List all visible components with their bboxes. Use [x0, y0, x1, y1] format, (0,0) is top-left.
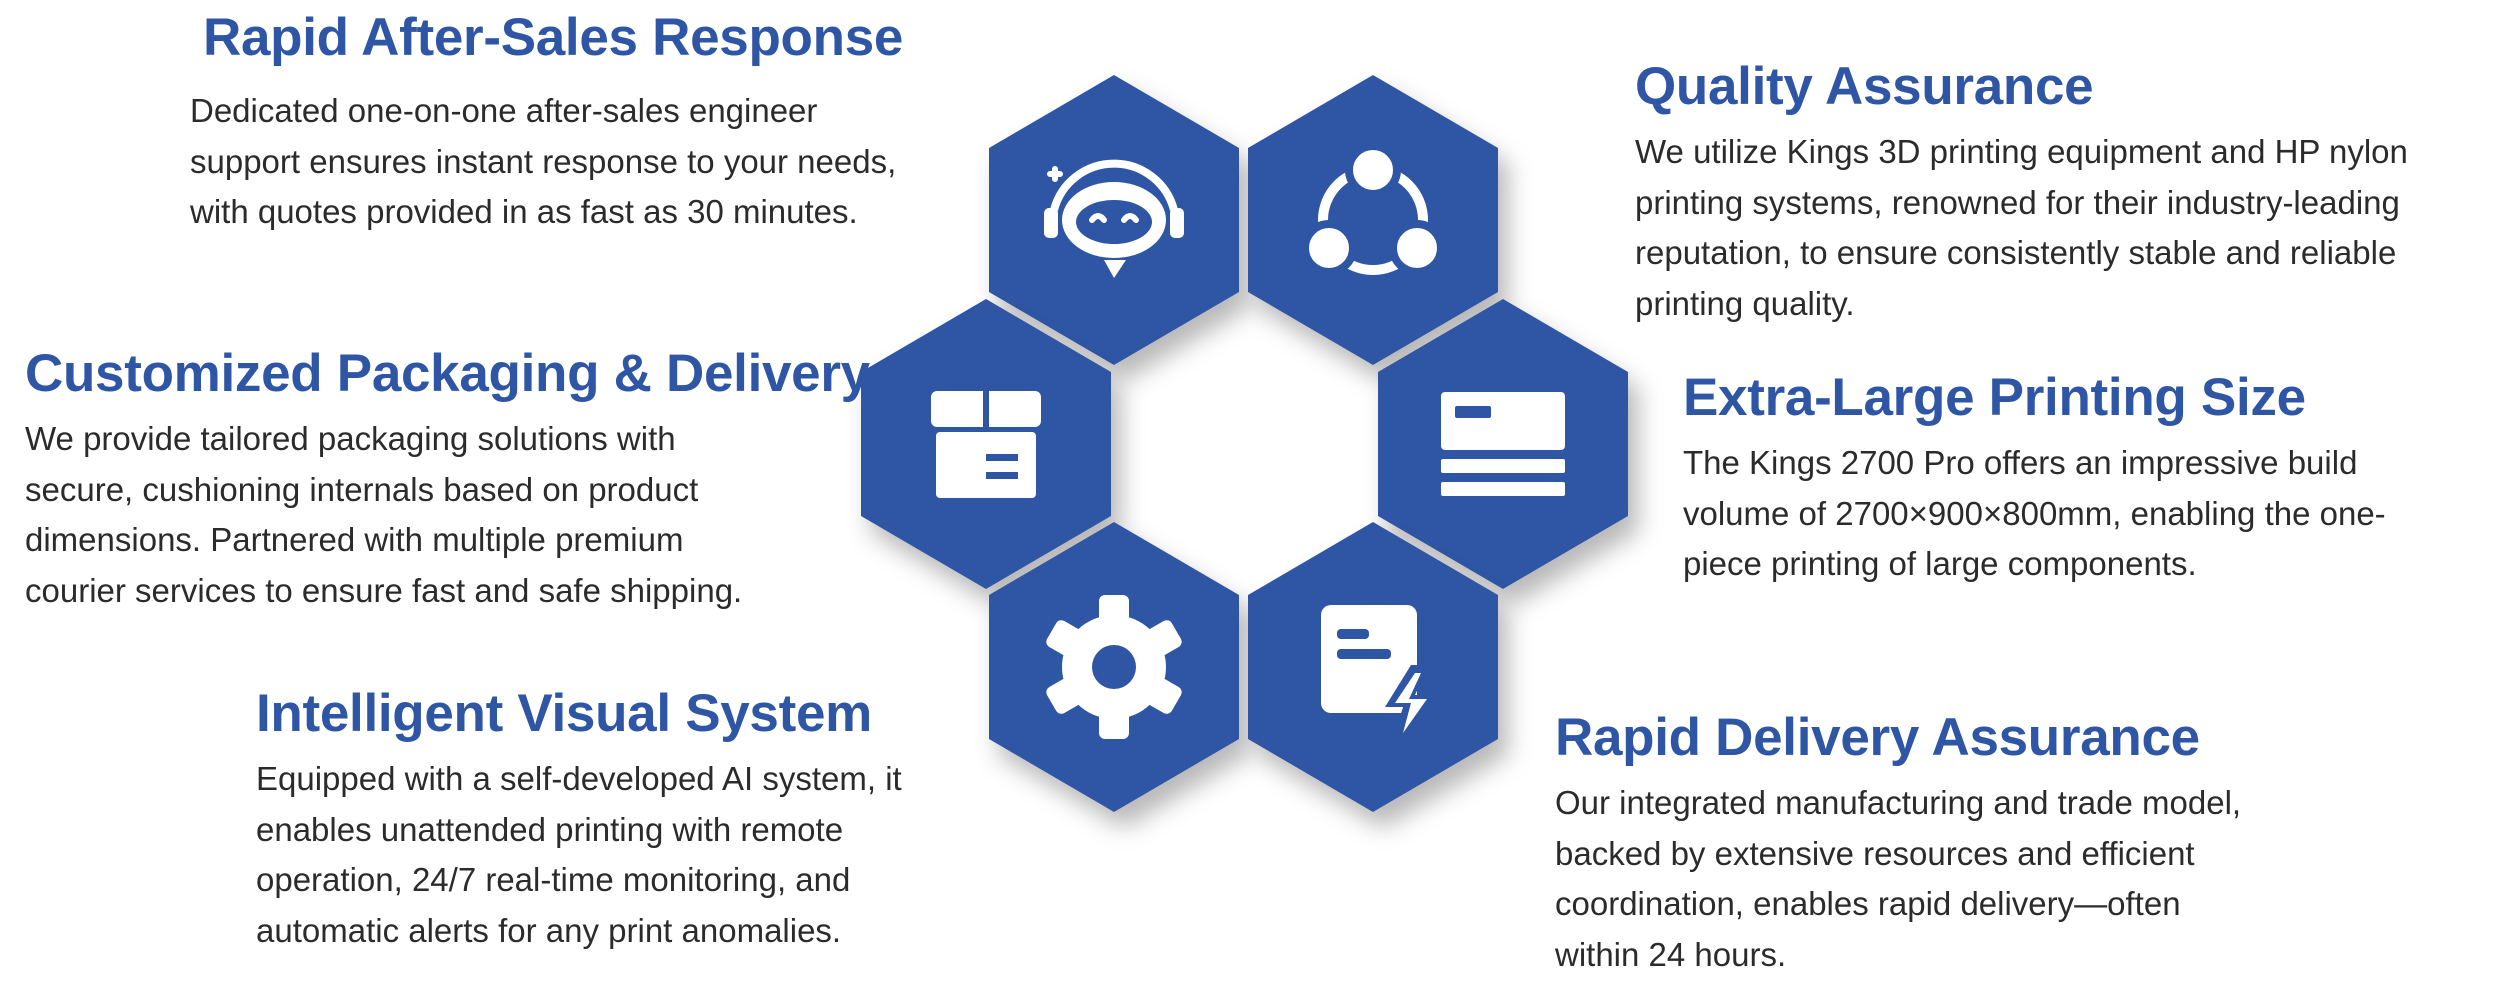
hexagon-rapid-delivery: [1248, 522, 1498, 812]
hexagon-packaging: [861, 299, 1111, 589]
description-line: dimensions. Partnered with multiple prem…: [25, 521, 684, 558]
hexagon-quality: [1248, 75, 1498, 365]
package-box-icon: [931, 391, 1041, 498]
feature-printing-size: Extra-Large Printing Size The Kings 2700…: [1683, 366, 2386, 590]
hexagon-printing-size: [1378, 299, 1628, 589]
description-line: Dedicated one-on-one after-sales enginee…: [190, 92, 818, 129]
description-line: volume of 2700×900×800mm, enabling the o…: [1683, 494, 2386, 532]
hexagon-after-sales: [989, 75, 1239, 365]
feature-visual-system: Intelligent Visual System Equipped with …: [256, 682, 902, 956]
description-line: Equipped with a self-developed AI system…: [256, 760, 902, 797]
feature-title: Quality Assurance: [1635, 57, 2094, 116]
feature-description: We provide tailored packaging solutions …: [25, 414, 870, 616]
feature-description: Our integrated manufacturing and trade m…: [1555, 778, 2241, 980]
feature-title: Rapid Delivery Assurance: [1555, 708, 2200, 767]
description-line: We provide tailored packaging solutions …: [25, 420, 676, 457]
description-line: within 24 hours.: [1555, 935, 1787, 973]
hexagon-visual-system: [989, 522, 1239, 812]
description-line: printing systems, renowned for their ind…: [1635, 183, 2400, 221]
description-line: backed by extensive resources and effici…: [1555, 834, 2195, 872]
feature-title: Customized Packaging & Delivery: [25, 344, 870, 403]
feature-after-sales-body: Dedicated one-on-one after-sales enginee…: [190, 86, 896, 238]
feature-title: Intelligent Visual System: [256, 684, 872, 743]
feature-description: Dedicated one-on-one after-sales enginee…: [190, 86, 896, 238]
feature-rapid-delivery: Rapid Delivery Assurance Our integrated …: [1555, 706, 2241, 980]
description-line: coordination, enables rapid delivery—oft…: [1555, 885, 2181, 922]
gear-icon: [1046, 595, 1182, 739]
feature-packaging: Customized Packaging & Delivery We provi…: [25, 342, 870, 616]
quality-cycle-icon: [1301, 142, 1445, 276]
feature-title: Rapid After-Sales Response: [203, 8, 904, 67]
description-line: We utilize Kings 3D printing equipment a…: [1635, 133, 2408, 170]
feature-quality: Quality Assurance We utilize Kings 3D pr…: [1635, 55, 2408, 329]
support-headset-icon: [1044, 159, 1184, 278]
feature-description: Equipped with a self-developed AI system…: [256, 754, 902, 956]
description-line: The Kings 2700 Pro offers an impressive …: [1683, 444, 2358, 481]
feature-description: We utilize Kings 3D printing equipment a…: [1635, 127, 2408, 329]
feature-description: The Kings 2700 Pro offers an impressive …: [1683, 438, 2386, 590]
description-line: with quotes provided in as fast as 30 mi…: [190, 193, 858, 230]
description-line: support ensures instant response to your…: [190, 142, 897, 180]
description-line: Our integrated manufacturing and trade m…: [1555, 784, 2242, 821]
description-line: operation, 24/7 real-time monitoring, an…: [256, 861, 851, 898]
feature-title: Extra-Large Printing Size: [1683, 368, 2306, 427]
description-line: enables unattended printing with remote: [256, 810, 844, 848]
description-line: courier services to ensure fast and safe…: [25, 571, 743, 609]
description-line: piece printing of large components.: [1683, 545, 2197, 582]
fast-document-icon: [1321, 605, 1435, 747]
description-line: printing quality.: [1635, 284, 1855, 322]
build-volume-icon: [1441, 392, 1565, 496]
description-line: automatic alerts for any print anomalies…: [256, 911, 842, 949]
feature-after-sales: Rapid After-Sales Response: [203, 6, 903, 70]
description-line: reputation, to ensure consistently stabl…: [1635, 234, 2397, 271]
description-line: secure, cushioning internals based on pr…: [25, 470, 699, 508]
